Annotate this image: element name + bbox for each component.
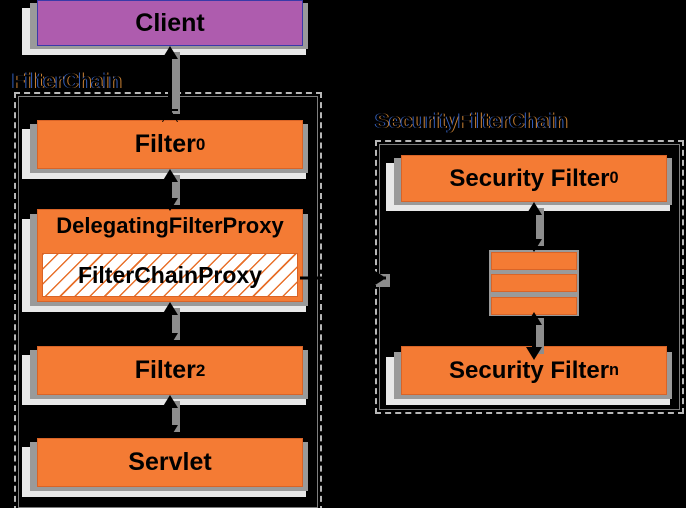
filter-chain-label: FilterChain: [12, 70, 122, 93]
arrow-minibars-sfn: [519, 312, 549, 360]
mini-bar-1: [491, 252, 577, 270]
security-filter0-subscript: 0: [609, 168, 619, 187]
arrow-client-filter0: [155, 46, 185, 122]
arrow-shaft: [532, 318, 536, 354]
node-client[interactable]: Client: [37, 0, 303, 46]
arrowhead-up: [526, 312, 542, 325]
arrow-shadow: [171, 175, 180, 205]
arrow-shadow: [171, 52, 180, 114]
arrow-shaft-horizontal: [300, 276, 386, 280]
arrowhead-up: [526, 202, 542, 215]
arrowhead-down: [162, 425, 178, 438]
security-filtern-subscript: n: [609, 360, 620, 379]
client-label: Client: [135, 8, 205, 37]
filter0-label: Filter: [134, 130, 196, 159]
filter2-label: Filter: [134, 356, 196, 385]
arrowhead-up: [162, 302, 178, 315]
arrow-sf0-minibars: [519, 202, 549, 252]
arrow-fcp-to-security-chain: [300, 268, 390, 288]
arrow-shaft: [168, 401, 172, 432]
arrow-shadow: [171, 401, 180, 432]
arrow-dfp-filter2: [155, 302, 185, 346]
arrow-shadow: [535, 318, 544, 354]
security-filter-chain-label: SecurityFilterChain: [375, 110, 568, 133]
filter-chain-proxy-label: FilterChainProxy: [77, 261, 263, 288]
arrowhead-down: [162, 333, 178, 346]
security-filtern-label: Security Filter: [448, 356, 610, 384]
arrow-filter0-dfp: [155, 169, 185, 211]
arrowhead-right: [372, 269, 386, 287]
arrowhead-down-hollow: [162, 109, 178, 122]
mini-bar-2: [491, 274, 577, 292]
arrowhead-up: [162, 46, 178, 59]
arrowhead-down: [526, 347, 542, 360]
delegating-filter-proxy-label: DelegatingFilterProxy: [56, 213, 284, 238]
arrowhead-down: [526, 239, 542, 252]
arrow-shaft: [168, 54, 172, 114]
arrow-filter2-servlet: [155, 395, 185, 438]
node-filter-chain-proxy[interactable]: FilterChainProxy: [42, 253, 298, 297]
filter2-subscript: 2: [195, 360, 206, 380]
arrow-shadow: [171, 308, 180, 340]
security-filter0-label: Security Filter: [449, 164, 610, 192]
arrow-shaft: [532, 208, 536, 246]
arrow-shadow: [535, 208, 544, 246]
arrowhead-down: [162, 198, 178, 211]
arrow-shaft: [168, 308, 172, 340]
servlet-label: Servlet: [128, 448, 212, 477]
filter0-subscript: 0: [195, 134, 206, 154]
node-servlet[interactable]: Servlet: [37, 438, 303, 487]
arrowhead-up: [162, 395, 178, 408]
arrowhead-up: [162, 169, 178, 182]
arrow-shaft: [168, 175, 172, 205]
